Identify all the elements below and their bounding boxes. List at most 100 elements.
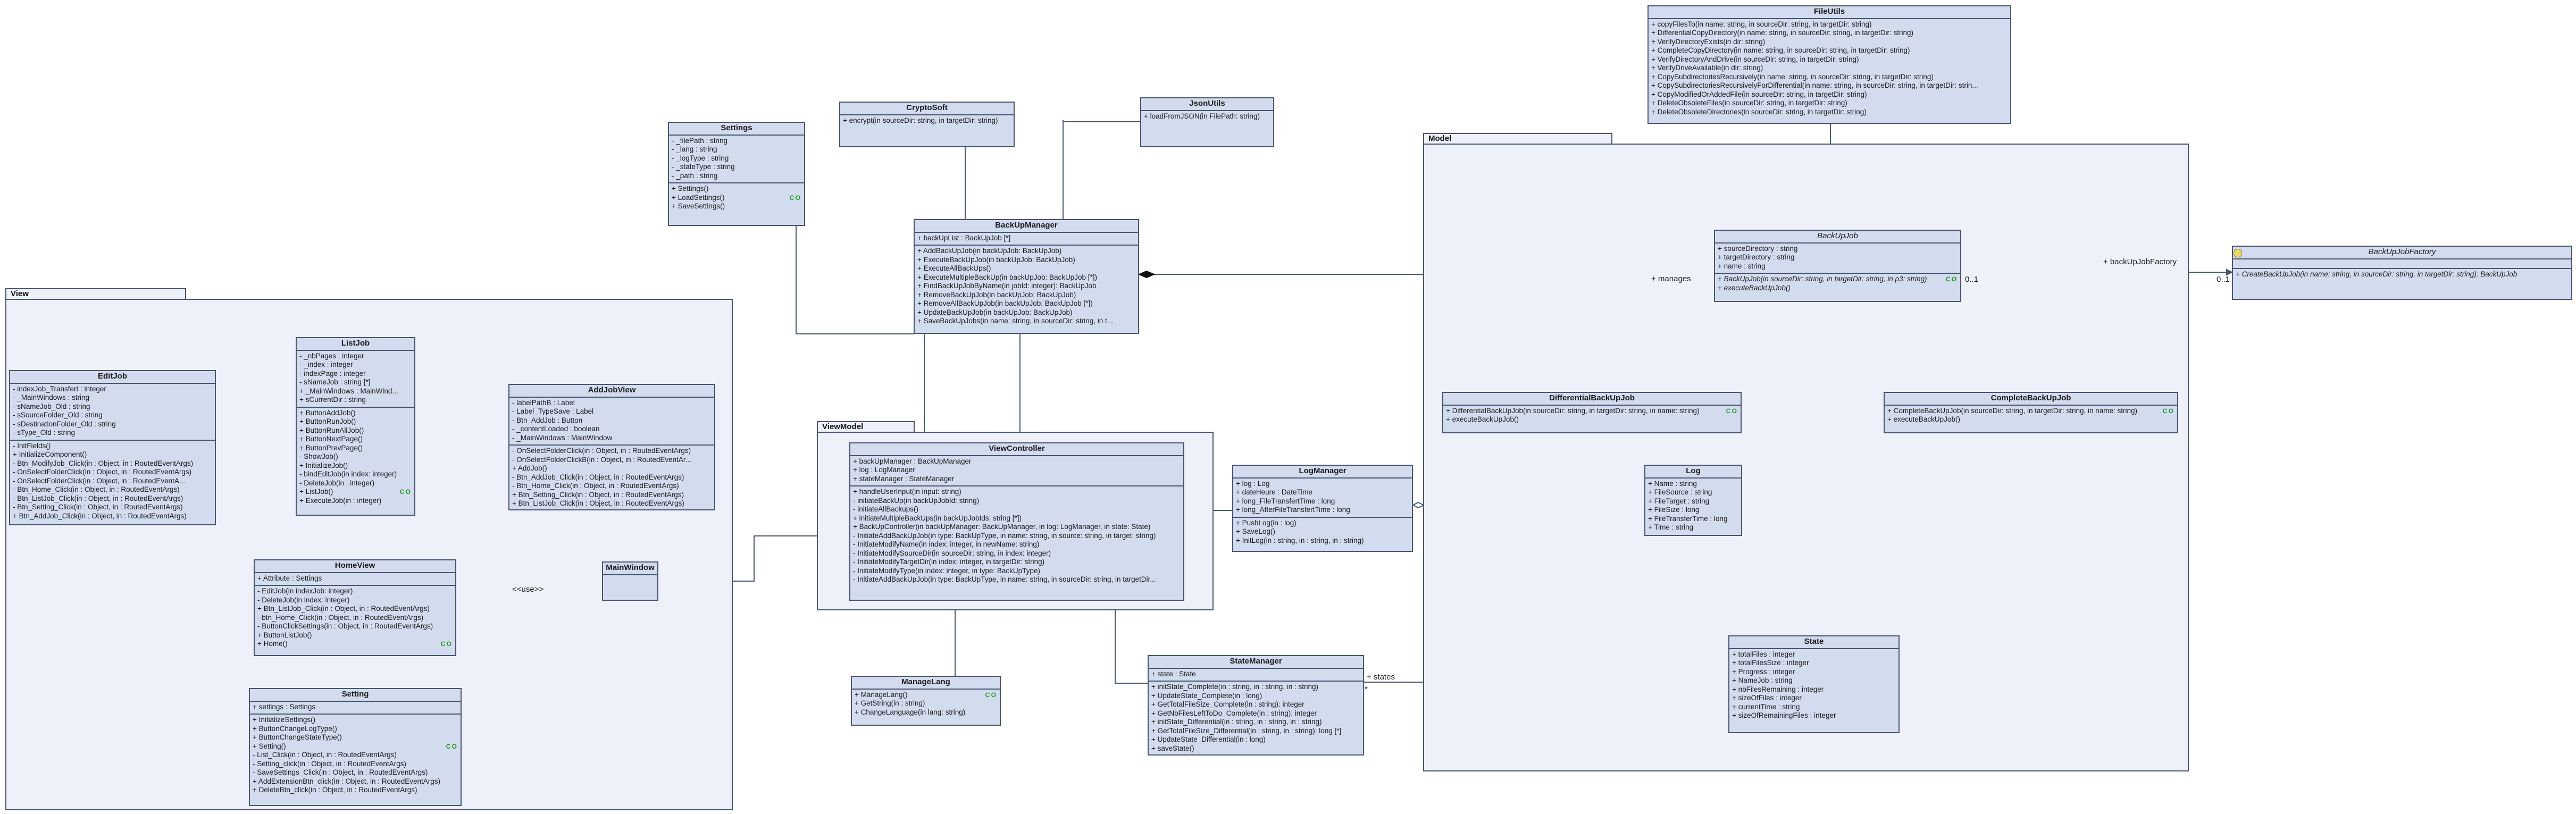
members-section: + handleUserInput(in input: string)- ini… xyxy=(850,486,1183,586)
member-row: + ButtonRunJob() xyxy=(299,417,356,425)
member-row: + ManageLang()C O xyxy=(855,690,996,699)
member-row: + initState_Complete(in : string, in : s… xyxy=(1151,683,1319,691)
member-row: + ChangeLanguage(in lang: string) xyxy=(855,708,966,716)
member-row: - ButtonClickSettings(in : Object, in : … xyxy=(257,622,433,630)
member-row: + NameJob : string xyxy=(1732,676,1793,684)
member-row: + FileTarget : string xyxy=(1648,497,1710,505)
member-row: - InitiateAddBackUpJob(in type: BackUpTy… xyxy=(853,531,1156,540)
member-row: + long_AfterFileTransfertTime : long xyxy=(1236,506,1350,514)
member-row: - Btn_ModifyJob_Click(in : Object, in : … xyxy=(13,459,194,467)
member-row: - Btn_Home_Click(in : Object, in : Route… xyxy=(512,482,679,490)
class-logmanager: LogManager+ log : Log+ dateHeure : DateT… xyxy=(1232,465,1413,552)
attributes-section: - labelPathB : Label- Label_TypeSave : L… xyxy=(509,398,714,446)
label-mult-right: 0..1 xyxy=(2217,275,2230,284)
member-row: + AddExtensionBtn_click(in : Object, in … xyxy=(253,777,441,785)
member-row: + DeleteObsoleteFiles(in sourceDir: stri… xyxy=(1651,99,1847,107)
member-row: + VerifyDirectoryExists(in dir: string) xyxy=(1651,37,1766,46)
class-managelang: ManageLang+ ManageLang()C O+ GetString(i… xyxy=(851,676,1001,726)
member-row: + CompleteBackUpJob(in sourceDir: string… xyxy=(1887,406,2173,415)
members-section: + ButtonAddJob()+ ButtonRunJob()+ Button… xyxy=(297,408,414,508)
constructor-badge-icon: C O xyxy=(2162,407,2173,415)
attributes-section: - _nbPages : integer- _index : integer- … xyxy=(297,351,414,408)
attributes-section: - indexJob_Transfert : integer- _MainWin… xyxy=(10,384,215,441)
member-row: - _index : integer xyxy=(299,360,353,368)
member-row: + ExecuteJob(in : integer) xyxy=(299,496,382,505)
member-row: - SaveSettings_Click(in : Object, in : R… xyxy=(253,768,428,776)
member-row: + ButtonRunAllJob() xyxy=(299,426,364,434)
member-row: + backUpManager : BackUpManager xyxy=(853,457,972,465)
member-row: - indexJob_Transfert : integer xyxy=(13,384,106,393)
class-name: BackUpJob xyxy=(1715,231,1960,244)
member-row: - DeleteJob(in : integer) xyxy=(299,479,375,487)
member-row: - indexPage : integer xyxy=(299,369,366,377)
assoc-settings-manager xyxy=(796,226,914,334)
member-row: + Settings() xyxy=(672,184,709,192)
member-row: - _path : string xyxy=(672,171,718,180)
constructor-badge-icon: C O xyxy=(440,640,451,648)
class-viewcontroller: ViewController+ backUpManager : BackUpMa… xyxy=(849,442,1184,601)
member-row: - sType_Old : string xyxy=(13,429,76,437)
member-row: - InitiateAddBackUpJob(in type: BackUpTy… xyxy=(853,575,1156,583)
class-name: BackUpJobFactory xyxy=(2233,247,2571,259)
members-section: + BackUpJob(in sourceDir: string, in tar… xyxy=(1715,274,1960,295)
factory-interface-icon xyxy=(2234,249,2242,257)
member-row: + CopySubdirectoriesRecursivelyForDiffer… xyxy=(1651,81,1978,89)
member-row: + UpdateState_Differential(in : long) xyxy=(1151,735,1266,743)
members-section: - OnSelectFolderClick(in : Object, in : … xyxy=(509,446,714,509)
class-name: FileUtils xyxy=(1649,6,2010,19)
member-row: - InitiateModifyType(in index: integer, … xyxy=(853,566,1040,575)
member-row: + executeBackUpJob() xyxy=(1887,415,1960,423)
member-row: - InitiateModifySourceDir(in sourceDir: … xyxy=(853,549,1051,557)
class-name: ViewController xyxy=(850,443,1183,456)
member-row: + BackUpController(in backUpManager: Bac… xyxy=(853,523,1151,531)
attributes-section: + backUpList : BackUpJob [*] xyxy=(915,233,1138,246)
member-row: - sDestinationFolder_Old : string xyxy=(13,419,116,428)
member-row: - labelPathB : Label xyxy=(512,398,575,407)
member-row: + Btn_Setting_Click(in : Object, in : Ro… xyxy=(512,490,684,499)
member-row: - _nbPages : integer xyxy=(299,351,364,360)
member-row: - Label_TypeSave : Label xyxy=(512,407,594,415)
constructor-badge-icon: C O xyxy=(1945,275,1956,283)
member-row: - bindEditJob(in index: integer) xyxy=(299,470,397,478)
class-name: CryptoSoft xyxy=(840,103,1014,115)
member-row: - Btn_ListJob_Click(in : Object, in : Ro… xyxy=(13,494,183,502)
member-row: + ButtonNextPage() xyxy=(299,435,363,443)
label-manages: + manages xyxy=(1651,274,1691,283)
class-backupmanager: BackUpManager+ backUpList : BackUpJob [*… xyxy=(914,219,1139,334)
class-editjob: EditJob- indexJob_Transfert : integer- _… xyxy=(9,370,216,525)
member-row: - sNameJob_Old : string xyxy=(13,402,90,410)
class-addjobview: AddJobView- labelPathB : Label- Label_Ty… xyxy=(508,384,715,510)
package-tab-view: View xyxy=(5,288,186,299)
member-row: + ButtonListJob() xyxy=(257,631,312,639)
label-mult-left: 0..1 xyxy=(1965,275,1979,284)
attributes-section: + log : Log+ dateHeure : DateTime+ long_… xyxy=(1233,479,1412,518)
members-section: + CompleteBackUpJob(in sourceDir: string… xyxy=(1885,406,2177,426)
member-row: + DifferentialCopyDirectory(in name: str… xyxy=(1651,29,1914,37)
member-row: + GetTotalFileSize_Complete(in : string)… xyxy=(1151,700,1304,708)
member-row: + ButtonAddJob() xyxy=(299,408,356,417)
package-tab-model: Model xyxy=(1423,133,1612,144)
class-listjob: ListJob- _nbPages : integer- _index : in… xyxy=(296,337,415,516)
label-states: + states xyxy=(1367,673,1395,682)
member-row: + CreateBackUpJob(in name: string, in so… xyxy=(2236,270,2518,278)
member-row: + VerifyDirectoryAndDrive(in sourceDir: … xyxy=(1651,55,1859,63)
member-row: + targetDirectory : string xyxy=(1718,253,1795,261)
attributes-section: + settings : Settings xyxy=(250,702,461,715)
member-row: + executeBackUpJob() xyxy=(1446,415,1519,423)
member-row: + stateManager : StateManager xyxy=(853,474,955,483)
constructor-badge-icon: C O xyxy=(446,742,457,750)
member-row: + DifferentialBackUpJob(in sourceDir: st… xyxy=(1446,406,1737,415)
member-row: + saveState() xyxy=(1151,744,1194,752)
member-row: + BackUpJob(in sourceDir: string, in tar… xyxy=(1718,275,1956,283)
member-row: - initiateBackUp(in backUpJobId: string) xyxy=(853,496,980,505)
member-row: + initiateMultipleBackUps(in backUpJobId… xyxy=(853,514,1022,522)
member-row: + AddJob() xyxy=(512,464,547,472)
member-row: + Progress : integer xyxy=(1732,667,1795,676)
class-name: AddJobView xyxy=(509,385,714,398)
class-log: Log+ Name : string+ FileSource : string+… xyxy=(1644,465,1742,536)
member-row: - EditJob(in indexJob: integer) xyxy=(257,587,353,595)
member-row: - OnSelectFolderClick(in : Object, in : … xyxy=(512,447,691,455)
label-backupjobfactory: + backUpJobFactory xyxy=(2103,257,2177,266)
member-row: + InitializeComponent() xyxy=(13,450,87,458)
member-row: - Btn_Setting_Click(in : Object, in : Ro… xyxy=(13,503,183,511)
